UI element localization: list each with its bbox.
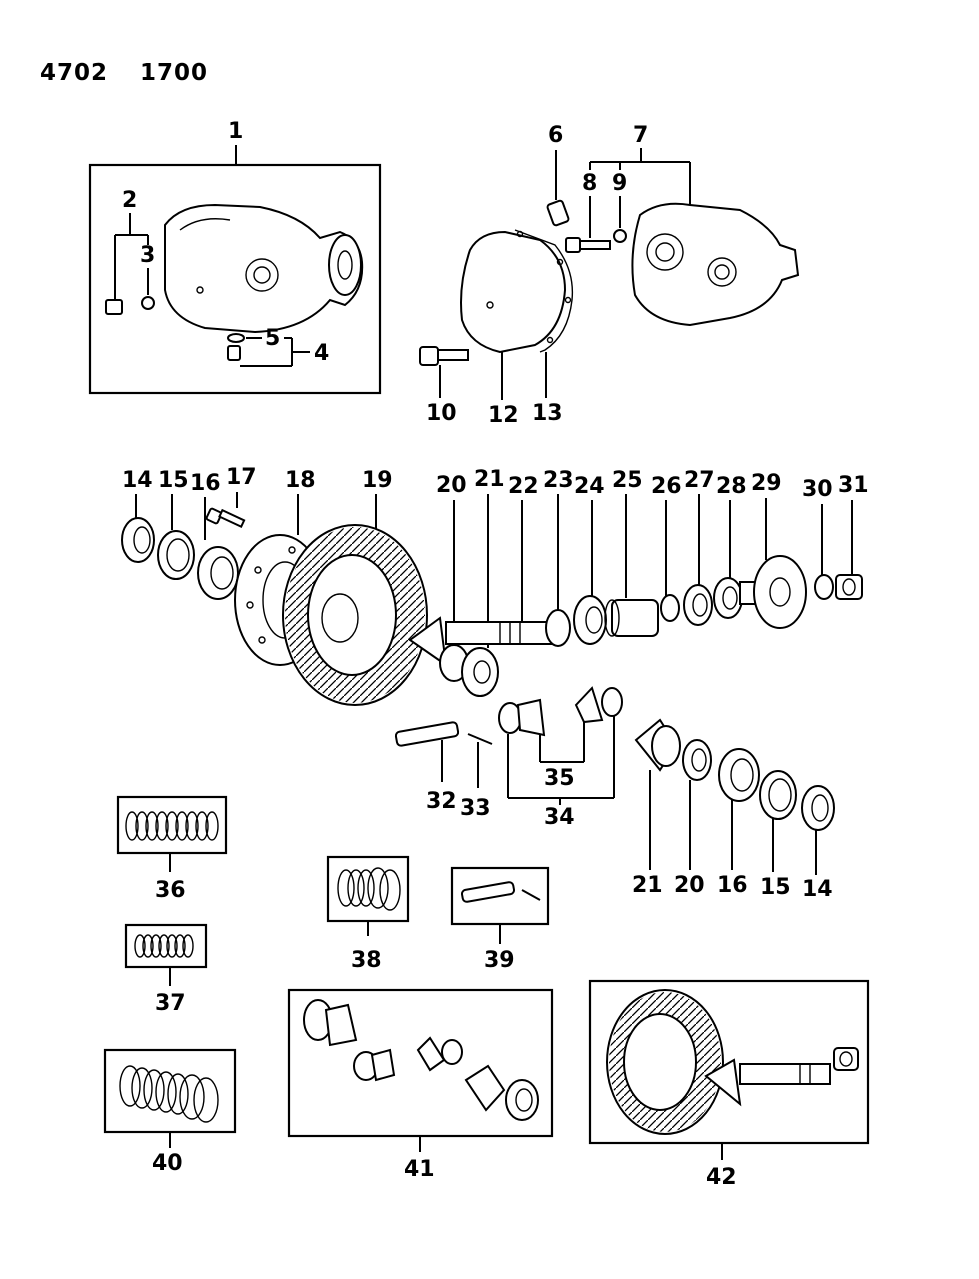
label-20-right: 20 <box>674 873 705 898</box>
label-15: 15 <box>158 468 189 493</box>
housing-bolt <box>565 237 611 253</box>
label-27: 27 <box>684 468 715 493</box>
label-20: 20 <box>436 473 467 498</box>
label-31: 31 <box>838 473 869 498</box>
pinion-mate-gear-left <box>498 698 546 737</box>
pinion-gear-front <box>461 647 499 697</box>
kit-box-36 <box>116 795 228 855</box>
label-10: 10 <box>426 401 457 426</box>
label-35: 35 <box>544 766 575 791</box>
label-16: 16 <box>190 471 221 496</box>
cover-gasket <box>514 229 574 353</box>
label-8: 8 <box>582 171 597 196</box>
label-42: 42 <box>706 1165 737 1190</box>
label-19: 19 <box>362 468 393 493</box>
label-41: 41 <box>404 1157 435 1182</box>
label-6: 6 <box>548 123 563 148</box>
label-3: 3 <box>140 243 155 268</box>
oil-seal <box>713 577 743 619</box>
label-9: 9 <box>612 171 627 196</box>
label-24: 24 <box>574 474 605 499</box>
plug-gasket <box>141 296 155 310</box>
bearing-cup-left <box>197 546 239 600</box>
adjust-spacer-left <box>157 530 195 580</box>
label-2: 2 <box>122 188 137 213</box>
pinion-washer <box>545 609 571 647</box>
ring-gear-bolt <box>205 507 246 529</box>
label-34: 34 <box>544 805 575 830</box>
lock-pin <box>467 733 493 745</box>
adjust-spacer-right <box>759 770 797 820</box>
bearing-cup-right <box>718 748 760 802</box>
side-bearing-right <box>801 785 835 831</box>
label-5: 5 <box>265 326 280 351</box>
label-40: 40 <box>152 1151 183 1176</box>
label-17: 17 <box>226 465 257 490</box>
cover-bolt <box>419 346 469 366</box>
ring-gear <box>282 524 428 706</box>
differential-housing <box>631 202 800 327</box>
gear-set-box <box>287 988 554 1138</box>
label-12: 12 <box>488 403 519 428</box>
collapsible-spacer <box>604 599 659 637</box>
label-14: 14 <box>122 468 153 493</box>
label-39: 39 <box>484 948 515 973</box>
ring-pinion-set-box <box>588 979 870 1145</box>
label-28: 28 <box>716 474 747 499</box>
differential-cover <box>460 230 567 354</box>
kit-box-39 <box>450 866 550 926</box>
pinion-bearing-rear <box>573 595 607 645</box>
kit-box-37 <box>124 923 208 969</box>
carrier-housing <box>164 203 364 334</box>
breather-plug <box>227 345 241 361</box>
label-4: 4 <box>314 341 329 366</box>
label-25: 25 <box>612 468 643 493</box>
label-38: 38 <box>351 948 382 973</box>
label-23: 23 <box>543 468 574 493</box>
label-13: 13 <box>532 401 563 426</box>
label-14-right: 14 <box>802 877 833 902</box>
companion-flange <box>739 555 807 629</box>
label-18: 18 <box>285 468 316 493</box>
label-16-right: 16 <box>717 873 748 898</box>
housing-washer <box>613 229 627 243</box>
drive-pinion <box>408 616 557 668</box>
label-21: 21 <box>474 467 505 492</box>
pinion-mate-gear-right <box>574 686 623 724</box>
kit-box-40 <box>103 1048 237 1134</box>
catalog-code-b: 1700 <box>140 60 208 86</box>
flange-nut <box>835 574 863 600</box>
label-1: 1 <box>228 119 243 144</box>
pinion-shaft <box>394 721 460 747</box>
label-37: 37 <box>155 991 186 1016</box>
label-36: 36 <box>155 878 186 903</box>
breather-washer <box>227 333 245 343</box>
label-15-right: 15 <box>760 875 791 900</box>
pinion-shim <box>660 594 680 622</box>
side-gear-spacer-right <box>682 739 712 781</box>
side-gear-right <box>634 718 681 772</box>
side-bearing-left <box>121 517 155 563</box>
filler-plug <box>546 199 570 227</box>
label-29: 29 <box>751 471 782 496</box>
label-21-right: 21 <box>632 873 663 898</box>
label-26: 26 <box>651 474 682 499</box>
drain-plug <box>105 299 123 315</box>
label-30: 30 <box>802 477 833 502</box>
flange-washer <box>814 574 834 600</box>
kit-box-38 <box>326 855 410 923</box>
label-32: 32 <box>426 789 457 814</box>
label-7: 7 <box>633 123 648 148</box>
label-22: 22 <box>508 474 539 499</box>
pinion-bearing-front <box>683 584 713 626</box>
catalog-code-a: 4702 <box>40 60 108 86</box>
label-33: 33 <box>460 796 491 821</box>
